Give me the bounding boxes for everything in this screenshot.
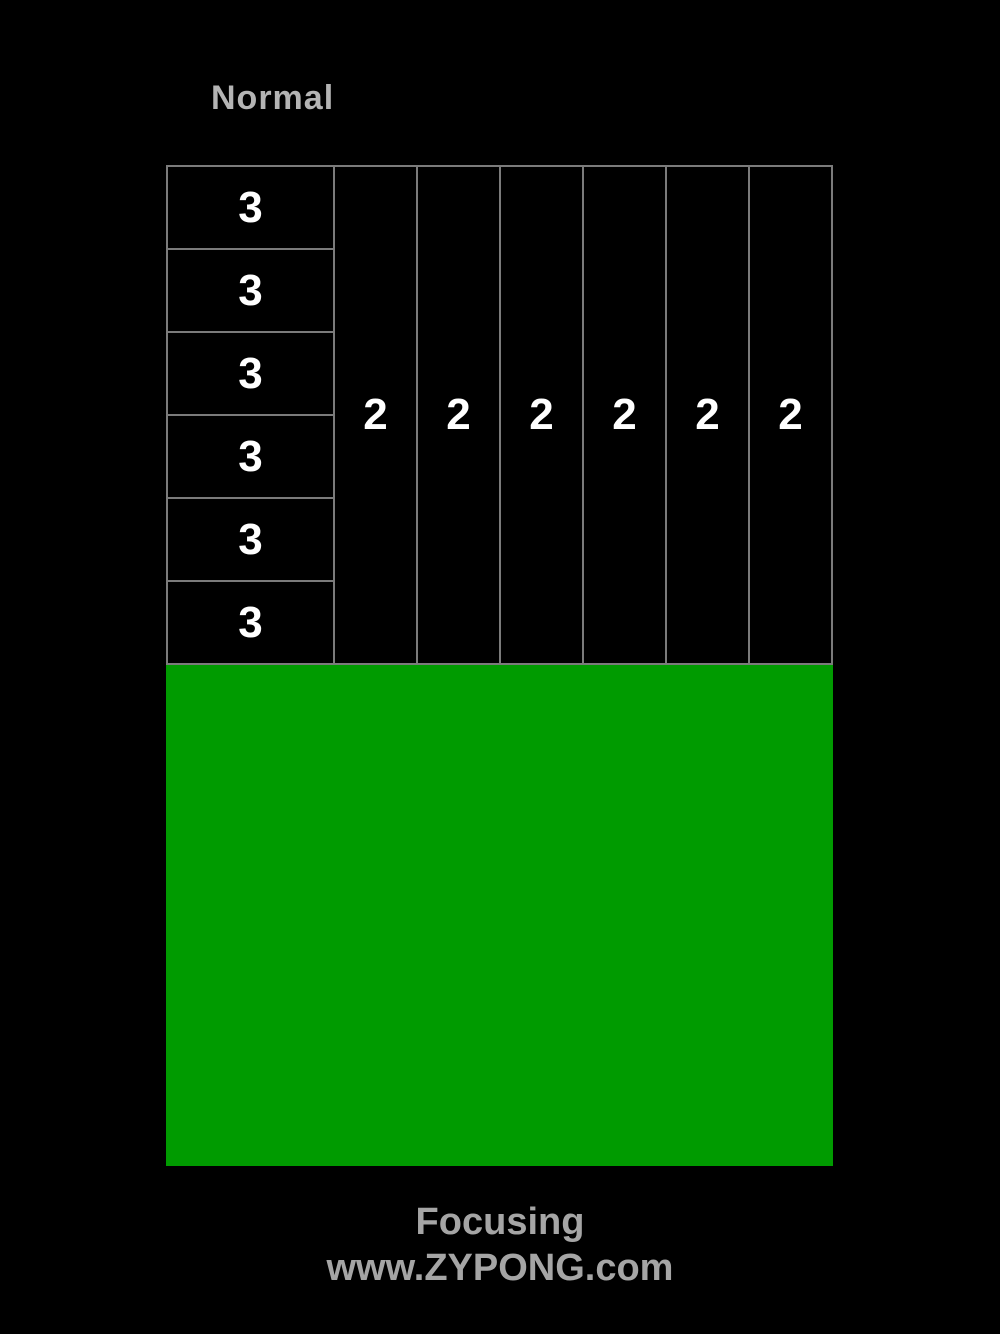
column-piece-value: 2	[363, 390, 388, 439]
column-piece-value: 2	[446, 390, 471, 439]
column-piece[interactable]: 2	[665, 167, 748, 663]
column-piece[interactable]: 2	[748, 167, 831, 663]
mode-label: Normal	[211, 79, 335, 117]
game-title: Focusing	[415, 1201, 585, 1243]
row-pieces-column: 3 3 3 3 3 3	[168, 167, 333, 663]
column-piece[interactable]: 2	[333, 167, 416, 663]
column-piece[interactable]: 2	[416, 167, 499, 663]
footer: Focusing www.ZYPONG.com	[0, 1199, 1000, 1291]
game-board: 3 3 3 3 3 3 2 2 2	[166, 165, 833, 665]
row-piece[interactable]: 3	[168, 250, 333, 333]
row-piece-value: 3	[238, 514, 263, 564]
column-piece[interactable]: 2	[499, 167, 582, 663]
column-piece-value: 2	[778, 390, 803, 439]
row-piece[interactable]: 3	[168, 499, 333, 582]
row-piece-value: 3	[238, 182, 263, 232]
row-piece-value: 3	[238, 431, 263, 481]
row-piece[interactable]: 3	[168, 416, 333, 499]
row-piece[interactable]: 3	[168, 333, 333, 416]
row-piece-value: 3	[238, 348, 263, 398]
column-piece[interactable]: 2	[582, 167, 665, 663]
row-piece-value: 3	[238, 265, 263, 315]
play-field[interactable]	[166, 665, 833, 1166]
website-url: www.ZYPONG.com	[326, 1247, 674, 1289]
row-piece-value: 3	[238, 597, 263, 647]
row-piece[interactable]: 3	[168, 582, 333, 663]
row-piece[interactable]: 3	[168, 167, 333, 250]
column-piece-value: 2	[612, 390, 637, 439]
column-piece-value: 2	[695, 390, 720, 439]
column-piece-value: 2	[529, 390, 554, 439]
